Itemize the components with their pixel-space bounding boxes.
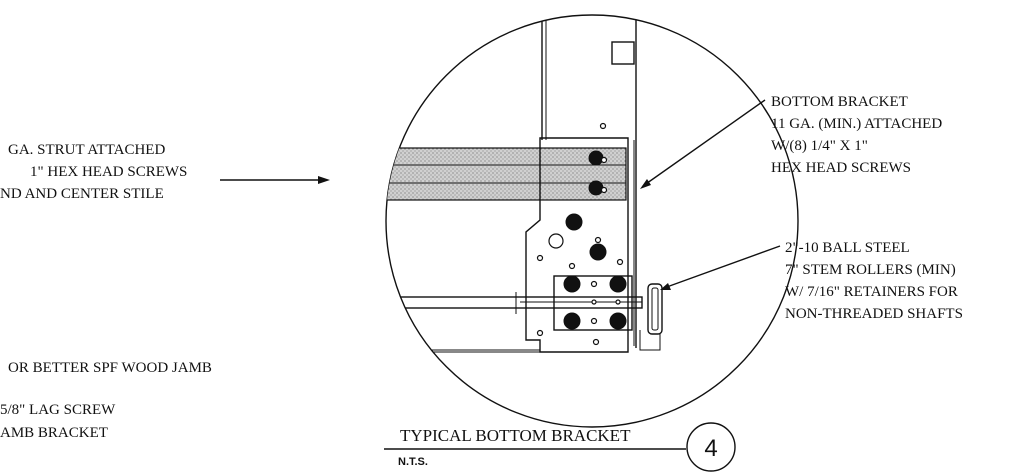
plate-bolt-b	[589, 243, 607, 261]
strut-screw-top	[588, 150, 604, 166]
detail-circle	[385, 14, 799, 428]
bracket-callout-line-2: 11 GA. (MIN.) ATTACHED	[771, 116, 942, 132]
strut-screw-bottom	[588, 180, 604, 196]
leader-lines	[220, 99, 781, 290]
roller-leader-arrow	[660, 283, 671, 290]
scale-label: N.T.S.	[398, 456, 428, 468]
strut-screw-top-tip	[600, 156, 608, 164]
roller-bolt-3	[563, 312, 581, 330]
plate-hole-d	[568, 262, 576, 270]
bracket-leader-arrow	[640, 179, 651, 189]
roller-bolt-4	[609, 312, 627, 330]
roller-bolt-1	[563, 275, 581, 293]
roller-hole-1	[590, 280, 598, 288]
plate-bolt-a	[565, 213, 583, 231]
detail-number-circle	[686, 422, 736, 472]
track-small-hole	[599, 122, 607, 130]
roller-retainer	[651, 287, 659, 331]
bracket-callout-line-4: HEX HEAD SCREWS	[771, 160, 911, 176]
roller-leader	[663, 245, 781, 289]
rollers-callout-line-1: 2"-10 BALL STEEL	[785, 240, 910, 256]
plate-hole-a	[548, 233, 564, 249]
rollers-callout-line-4: NON-THREADED SHAFTS	[785, 306, 963, 322]
lag-screw-note-line-1: 5/8" LAG SCREW	[0, 402, 116, 418]
roller-wheel	[647, 283, 663, 335]
roller-flange	[639, 330, 661, 351]
plate-hole-c	[536, 254, 544, 262]
wood-jamb-note: OR BETTER SPF WOOD JAMB	[8, 360, 212, 376]
detail-number: 4	[704, 435, 717, 462]
rollers-callout: 2"-10 BALL STEEL 7" STEM ROLLERS (MIN) W…	[785, 240, 963, 322]
detail-title: TYPICAL BOTTOM BRACKET	[400, 426, 631, 445]
bottom-bracket-callout: BOTTOM BRACKET 11 GA. (MIN.) ATTACHED W/…	[771, 94, 942, 176]
strut-screw-bottom-tip	[600, 186, 608, 194]
bracket-callout-line-1: BOTTOM BRACKET	[771, 94, 908, 110]
plate-hole-e	[616, 258, 624, 266]
strut-callout-line-3: ND AND CENTER STILE	[0, 186, 164, 202]
strut-leader-arrow	[318, 176, 330, 184]
strut-bar	[386, 147, 627, 201]
lag-screw-note-line-2: AMB BRACKET	[0, 425, 108, 441]
rollers-callout-line-3: W/ 7/16" RETAINERS FOR	[785, 284, 958, 300]
strut-callout-line-1: GA. STRUT ATTACHED	[8, 142, 165, 158]
strut-callout: GA. STRUT ATTACHED 1" HEX HEAD SCREWS ND…	[0, 142, 187, 202]
shaft-hole-1	[591, 299, 597, 305]
strut-callout-line-2: 1" HEX HEAD SCREWS	[30, 164, 187, 180]
roller-hole-4	[592, 338, 600, 346]
bracket-callout-line-3: W/(8) 1/4" X 1"	[771, 138, 868, 154]
rollers-callout-line-2: 7" STEM ROLLERS (MIN)	[785, 262, 956, 278]
roller-bolt-2	[609, 275, 627, 293]
bracket-leader	[642, 99, 766, 187]
roller-hole-2	[590, 317, 598, 325]
roller-box	[553, 275, 633, 331]
plate-hole-b	[594, 236, 602, 244]
bracket-plate-outline	[525, 137, 629, 353]
title-block: TYPICAL BOTTOM BRACKET N.T.S. 4	[384, 422, 736, 472]
shaft-hole-2	[615, 299, 621, 305]
detail-contents	[386, 15, 663, 353]
track-square	[611, 41, 635, 65]
roller-hole-3	[536, 329, 544, 337]
